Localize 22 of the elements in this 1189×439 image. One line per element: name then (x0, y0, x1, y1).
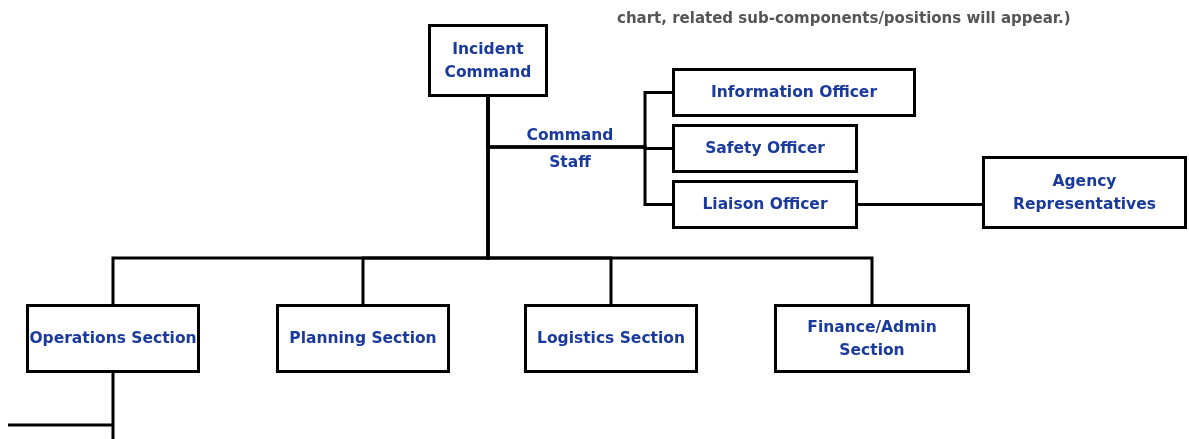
position-title: Agency Representatives (1013, 171, 1156, 213)
position-title: Incident Command (444, 39, 532, 81)
position-title: Liaison Officer (702, 195, 828, 213)
position-title: Safety Officer (705, 139, 825, 157)
position-title: Planning Section (289, 329, 437, 347)
position-title: Finance/Admin Section (807, 317, 937, 359)
position-box (524, 304, 698, 373)
position-box (982, 156, 1187, 229)
position-title: Logistics Section (537, 329, 685, 347)
group-label: Command Staff (525, 125, 615, 173)
position-box (428, 24, 548, 97)
position-box (774, 304, 970, 373)
position-title: Information Officer (710, 83, 878, 101)
position-box (276, 304, 450, 373)
position-box (672, 180, 858, 229)
note-text: chart, related sub-components/positions will appear.) (617, 8, 1072, 28)
position-box (672, 124, 858, 173)
connector-line (858, 203, 982, 206)
position-box (672, 68, 916, 117)
connector-line (6, 371, 115, 439)
position-box (26, 304, 200, 373)
position-title: Operations Section (29, 329, 197, 347)
